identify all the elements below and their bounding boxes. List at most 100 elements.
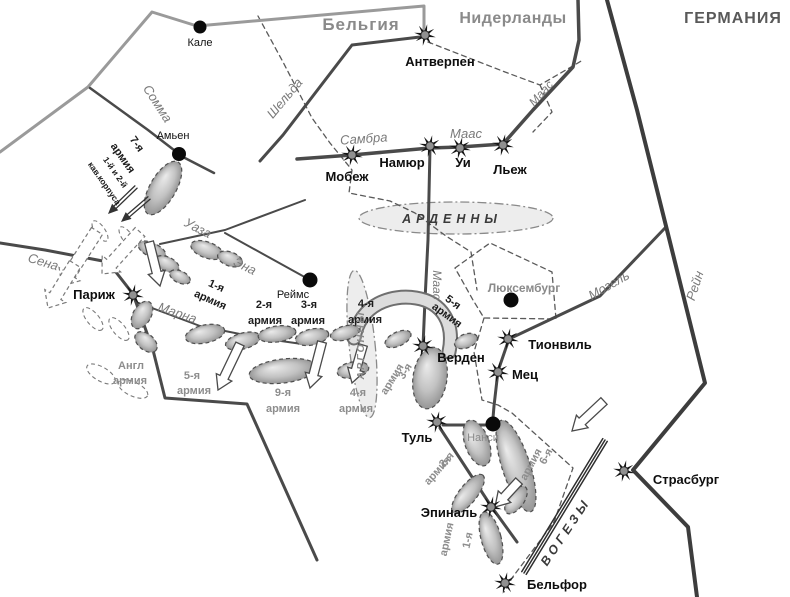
city-dot-nancy bbox=[485, 416, 501, 432]
fortress-core-thionville bbox=[503, 334, 513, 344]
city-dot-reims bbox=[302, 272, 318, 288]
army-label-german-3: 3-я bbox=[301, 299, 317, 311]
cavalry-arrow-shaft bbox=[113, 187, 138, 211]
cavalry-arrow-head bbox=[121, 212, 132, 222]
river-label-rhine: Рейн bbox=[683, 269, 707, 302]
fortress-label-maubeuge: Мобеж bbox=[325, 169, 369, 184]
army-label-german-3: армия bbox=[291, 315, 325, 327]
fortress-core-namur bbox=[425, 141, 435, 151]
unit-blob bbox=[478, 511, 504, 565]
city-dot-luxembourg bbox=[503, 292, 519, 308]
army-label-german-4: 4-я bbox=[358, 298, 374, 310]
fortress-core-toul bbox=[432, 417, 442, 427]
cavalry-arrow-shaft bbox=[124, 196, 149, 217]
army-label-german-1: армия bbox=[192, 288, 228, 313]
ridge-vosges bbox=[525, 440, 608, 576]
cavalry-arrow-shaft bbox=[111, 185, 136, 209]
fortress-label-liege: Льеж bbox=[493, 162, 527, 177]
cavalry-arrow-head bbox=[108, 203, 119, 214]
fortress-core-paris bbox=[128, 290, 138, 300]
fortress-label-namur: Намюр bbox=[379, 155, 424, 170]
advance-arrow bbox=[571, 396, 609, 432]
unit-blob bbox=[216, 250, 244, 268]
unit-blob bbox=[130, 300, 154, 330]
fortress-core-verdun bbox=[418, 341, 428, 351]
city-label-amiens: Амьен bbox=[157, 130, 190, 142]
river-line-oise bbox=[159, 199, 306, 245]
army-label-french-9: 9-я bbox=[275, 387, 291, 399]
vacated-position bbox=[117, 379, 149, 399]
river-line-scheldt bbox=[258, 35, 422, 163]
fortress-core-liege bbox=[498, 140, 508, 150]
army-label-french-1: армия bbox=[438, 521, 457, 557]
fortress-core-epinal bbox=[486, 502, 496, 512]
unit-blob bbox=[453, 332, 479, 350]
fortress-label-belfort: Бельфор bbox=[527, 577, 587, 592]
river-label-sambre: Самбра bbox=[339, 129, 387, 147]
fortress-core-metz bbox=[493, 367, 503, 377]
vacated-position bbox=[91, 220, 109, 242]
region-label-ardennes: АРДЕННЫ bbox=[401, 212, 502, 226]
fortress-core-antwerp bbox=[420, 30, 430, 40]
cavalry-arrow-shaft bbox=[126, 198, 151, 220]
river-line-somme bbox=[88, 86, 216, 175]
fortress-label-verdun: Верден bbox=[437, 350, 485, 365]
country-label-netherlands: Нидерланды bbox=[459, 10, 566, 27]
vacated-position bbox=[82, 307, 104, 331]
army-label-english: Англ bbox=[118, 360, 144, 372]
river-line-moselle bbox=[491, 226, 667, 420]
army-label-french-2: армия bbox=[422, 454, 454, 487]
advance-arrow bbox=[143, 240, 166, 288]
river-label-moselle: Мозель bbox=[586, 267, 632, 302]
fortress-label-metz: Мец bbox=[512, 367, 538, 382]
vacated-position bbox=[108, 317, 130, 341]
river-line-rhine bbox=[605, 0, 707, 597]
unit-blob bbox=[184, 323, 226, 345]
country-label-germany: ГЕРМАНИЯ bbox=[684, 10, 782, 27]
border-line-france-belgium bbox=[257, 15, 478, 291]
unit-blob bbox=[169, 269, 191, 285]
border-line-luxembourg bbox=[454, 242, 557, 320]
unit-blob bbox=[329, 324, 361, 342]
fortress-label-strasbourg: Страсбург bbox=[653, 472, 720, 487]
border-line-belgium-netherlands bbox=[427, 41, 584, 86]
army-label-german-2: 2-я bbox=[256, 299, 272, 311]
fortress-core-strasbourg bbox=[619, 466, 629, 476]
army-label-french-5: 5-я bbox=[184, 370, 200, 382]
unit-blob bbox=[412, 346, 448, 410]
army-label-french-4: 4-я bbox=[350, 387, 366, 399]
fortress-core-belfort bbox=[500, 578, 510, 588]
river-label-oise: Уаза bbox=[181, 214, 214, 241]
river-line-aisne bbox=[224, 232, 311, 281]
river-label-aisne: Эна bbox=[231, 254, 259, 278]
army-label-english: армия bbox=[113, 375, 147, 387]
advance-arrow bbox=[304, 340, 328, 390]
unit-blob bbox=[143, 160, 183, 216]
city-dot-calais bbox=[193, 20, 207, 34]
verdun-salient-fill bbox=[348, 291, 456, 358]
river-label-meuse-vert: Маас bbox=[430, 270, 444, 299]
city-dot-amiens bbox=[172, 147, 186, 161]
ridge-vosges bbox=[521, 437, 604, 573]
river-label-seine: Сена bbox=[26, 250, 60, 273]
fortress-label-toul: Туль bbox=[402, 430, 433, 445]
border-line-france-germany bbox=[473, 317, 574, 593]
city-label-calais: Кале bbox=[187, 37, 212, 49]
vacated-position bbox=[86, 363, 116, 385]
unit-blob bbox=[384, 329, 412, 349]
advance-arrow bbox=[215, 341, 245, 392]
river-label-somme: Сомма bbox=[140, 82, 175, 125]
city-label-luxembourg: Люксембург bbox=[488, 281, 561, 295]
army-label-german-4: армия bbox=[348, 314, 382, 326]
fortress-label-epinal: Эпиналь bbox=[421, 505, 477, 520]
army-label-french-1: 1-я bbox=[461, 531, 476, 549]
unit-blob bbox=[257, 325, 297, 343]
ridge-vosges bbox=[523, 439, 606, 574]
advance-arrow bbox=[494, 476, 524, 508]
advance-arrow bbox=[346, 342, 369, 385]
river-line-meuse-south bbox=[421, 146, 432, 348]
army-label-french-9: армия bbox=[266, 403, 300, 415]
retreat-arrow bbox=[43, 259, 82, 309]
